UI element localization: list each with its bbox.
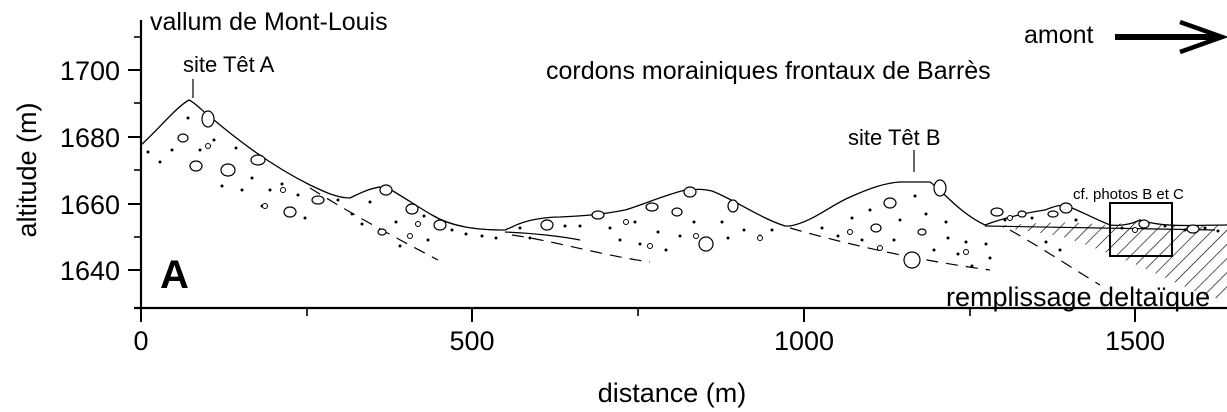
moraine-pebbles xyxy=(205,143,1138,255)
moraine-base-dashes xyxy=(309,187,1101,286)
remplissage-label: remplissage deltaïque xyxy=(946,282,1210,312)
photos-label: cf. photos B et C xyxy=(1073,186,1184,203)
x-axis-title: distance (m) xyxy=(598,378,747,408)
x-axis xyxy=(134,306,1227,322)
cordons-label: cordons morainiques frontaux de Barrès xyxy=(546,57,991,85)
amont-label: amont xyxy=(1024,21,1094,49)
x-tick-label: 0 xyxy=(133,326,148,356)
x-tick-label: 1000 xyxy=(774,326,834,356)
x-tick-label: 1500 xyxy=(1105,326,1165,356)
y-tick-label: 1680 xyxy=(60,123,120,153)
vallum-label: vallum de Mont-Louis xyxy=(150,8,388,36)
moraine-stipple xyxy=(146,116,1220,268)
arrow-right-icon xyxy=(1115,19,1227,55)
site-a-label: site Têt A xyxy=(183,52,275,77)
panel-letter: A xyxy=(160,253,189,297)
y-tick-label: 1700 xyxy=(60,56,120,86)
y-axis-title: altitude (m) xyxy=(12,102,42,237)
y-tick-label: 1640 xyxy=(60,256,120,286)
deltaic-fill-hatch xyxy=(985,220,1227,298)
x-tick-label: 500 xyxy=(449,326,494,356)
moraine-boulders xyxy=(177,110,1200,269)
site-b-label: site Têt B xyxy=(848,125,941,150)
photo-box xyxy=(1109,202,1173,257)
y-axis xyxy=(128,20,143,308)
y-tick-label: 1660 xyxy=(60,190,120,220)
